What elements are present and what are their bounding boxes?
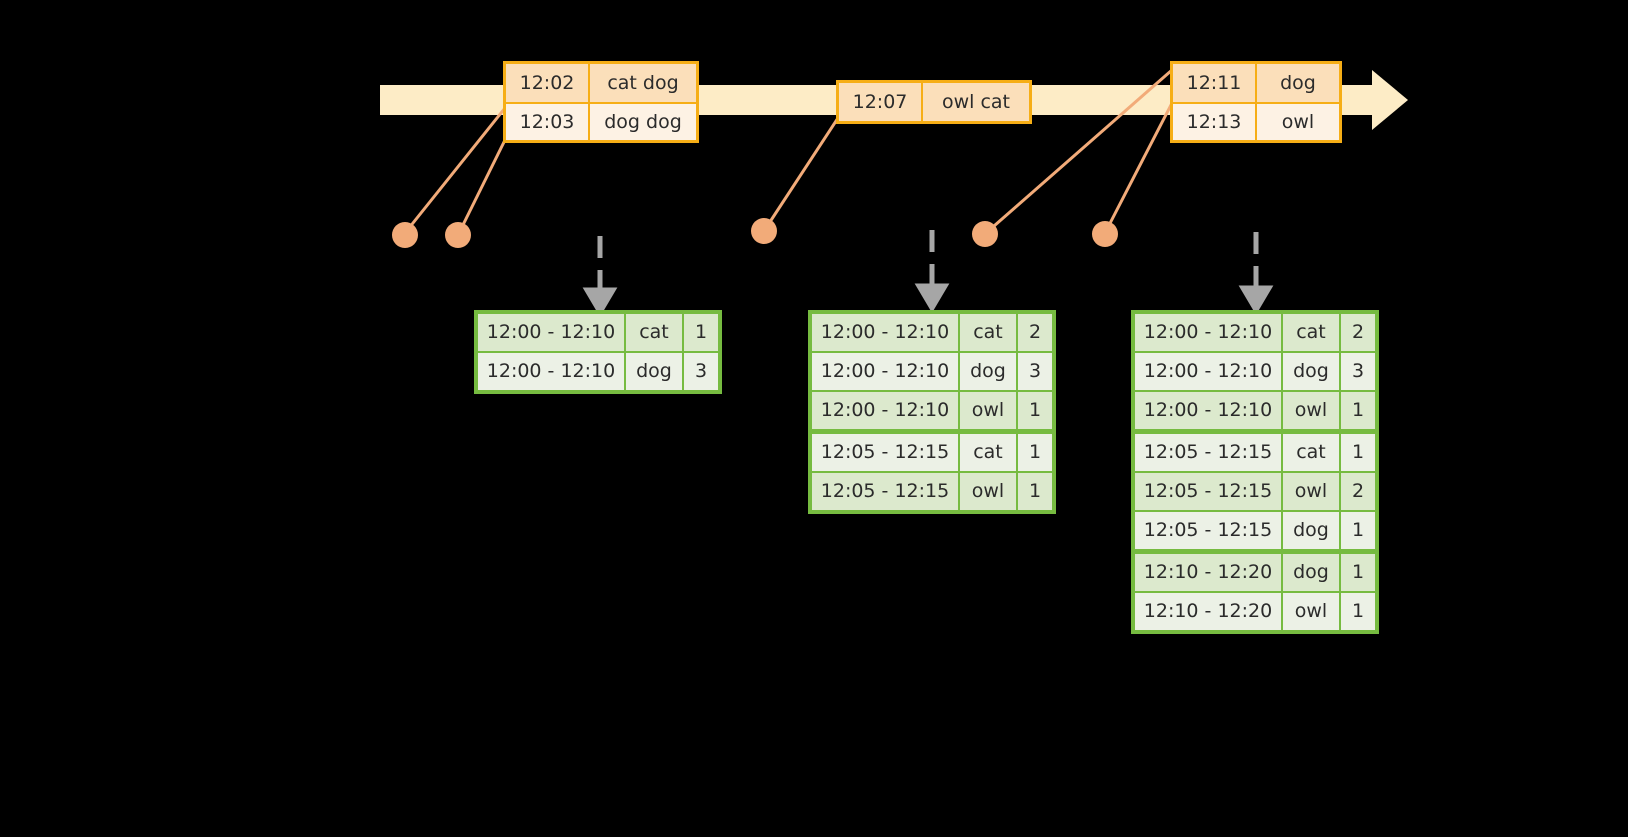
result-word: dog (1283, 554, 1339, 591)
result-word: cat (960, 434, 1016, 471)
result-count: 1 (1341, 392, 1375, 429)
result-word: owl (960, 392, 1016, 429)
result-word: dog (626, 353, 682, 390)
result-count: 1 (1018, 434, 1052, 471)
result-word: owl (1283, 593, 1339, 630)
result-count: 1 (1018, 392, 1052, 429)
result-count: 3 (684, 353, 718, 390)
result-count: 2 (1341, 473, 1375, 510)
event-time: 12:07 (839, 83, 923, 121)
event-time: 12:03 (506, 104, 590, 140)
result-window: 12:00 - 12:10 (1135, 392, 1281, 429)
result-window: 12:05 - 12:15 (1135, 434, 1281, 471)
result-word: owl (1283, 473, 1339, 510)
connector-dot-4 (972, 221, 998, 247)
result-window: 12:05 - 12:15 (1135, 473, 1281, 510)
result-window: 12:00 - 12:10 (812, 392, 958, 429)
result-window: 12:05 - 12:15 (1135, 512, 1281, 549)
result-word: owl (1283, 392, 1339, 429)
result-count: 3 (1341, 353, 1375, 390)
result-count: 1 (684, 314, 718, 351)
connector-dot-5 (1092, 221, 1118, 247)
result-window: 12:05 - 12:15 (812, 434, 958, 471)
connector-dot-2 (445, 222, 471, 248)
result-count: 1 (1341, 434, 1375, 471)
result-word: cat (1283, 434, 1339, 471)
result-word: cat (626, 314, 682, 351)
event-words: cat dog (590, 64, 696, 102)
connector-dot-1 (392, 222, 418, 248)
result-word: owl (960, 473, 1016, 510)
result-window: 12:00 - 12:10 (1135, 353, 1281, 390)
timeline-arrow-head (1372, 70, 1408, 130)
result-count: 2 (1018, 314, 1052, 351)
result-window: 12:00 - 12:10 (1135, 314, 1281, 351)
result-word: dog (1283, 353, 1339, 390)
result-window: 12:00 - 12:10 (478, 353, 624, 390)
result-window: 12:05 - 12:15 (812, 473, 958, 510)
result-window: 12:10 - 12:20 (1135, 554, 1281, 591)
event-time: 12:02 (506, 64, 590, 102)
event-words: owl cat (923, 83, 1029, 121)
result-word: cat (960, 314, 1016, 351)
result-window: 12:00 - 12:10 (478, 314, 624, 351)
result-count: 2 (1341, 314, 1375, 351)
result-word: dog (1283, 512, 1339, 549)
result-count: 1 (1341, 512, 1375, 549)
connector-dot-3 (751, 218, 777, 244)
result-window: 12:10 - 12:20 (1135, 593, 1281, 630)
result-count: 1 (1341, 554, 1375, 591)
result-count: 1 (1341, 593, 1375, 630)
event-words: owl (1257, 104, 1339, 140)
result-count: 1 (1018, 473, 1052, 510)
result-word: dog (960, 353, 1016, 390)
result-window: 12:00 - 12:10 (812, 314, 958, 351)
event-time: 12:11 (1173, 64, 1257, 102)
event-words: dog dog (590, 104, 696, 140)
event-words: dog (1257, 64, 1339, 102)
event-time: 12:13 (1173, 104, 1257, 140)
result-word: cat (1283, 314, 1339, 351)
result-window: 12:00 - 12:10 (812, 353, 958, 390)
result-count: 3 (1018, 353, 1052, 390)
